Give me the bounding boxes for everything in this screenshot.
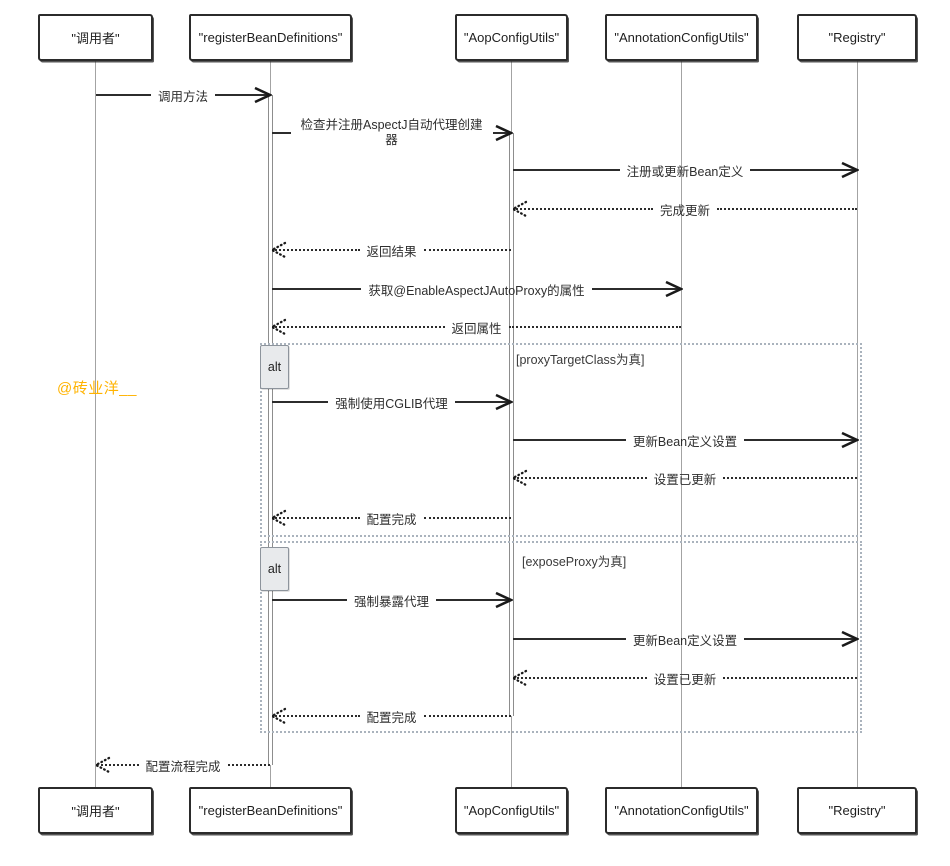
message-label: 配置完成 bbox=[366, 512, 417, 527]
activation-register-bean-definitions bbox=[268, 95, 273, 765]
message-return-result: 返回结果 bbox=[269, 240, 512, 260]
message-label: 设置已更新 bbox=[653, 472, 717, 487]
message-force-expose-proxy: 强制暴露代理 bbox=[272, 590, 515, 610]
message-force-cglib-proxy: 强制使用CGLIB代理 bbox=[272, 392, 515, 412]
arrow-right-icon bbox=[839, 630, 861, 648]
message-config-flow-complete: 配置流程完成 bbox=[93, 755, 271, 775]
participant-annotation-config-utils-bottom: "AnnotationConfigUtils" bbox=[605, 787, 758, 834]
message-register-update-bean: 注册或更新Bean定义 bbox=[513, 160, 861, 180]
dotted-arrow-left-icon bbox=[510, 200, 529, 218]
message-update-bean-settings: 更新Bean定义设置 bbox=[513, 430, 861, 450]
participant-annotation-config-utils-top: "AnnotationConfigUtils" bbox=[605, 14, 758, 61]
participant-register-bean-definitions-top: "registerBeanDefinitions" bbox=[189, 14, 352, 61]
participant-caller-bottom: "调用者" bbox=[38, 787, 153, 834]
participant-aop-config-utils-bottom: "AopConfigUtils" bbox=[455, 787, 568, 834]
alt-operator-label: alt bbox=[260, 547, 289, 591]
arrow-right-icon bbox=[839, 161, 861, 179]
activation-aop-config-utils bbox=[509, 133, 514, 716]
message-update-complete: 完成更新 bbox=[510, 199, 858, 219]
message-config-complete: 配置完成 bbox=[269, 508, 512, 528]
dotted-arrow-left-icon bbox=[269, 241, 288, 259]
alt-operator-text: alt bbox=[267, 360, 282, 374]
arrow-right-icon bbox=[493, 591, 515, 609]
message-config-complete: 配置完成 bbox=[269, 706, 512, 726]
alt-condition-label: [proxyTargetClass为真] bbox=[516, 353, 645, 367]
message-label: 调用方法 bbox=[158, 89, 209, 104]
alt-frame-proxy-target-class bbox=[260, 343, 862, 537]
message-label: 更新Bean定义设置 bbox=[632, 633, 738, 648]
dotted-arrow-left-icon bbox=[510, 669, 529, 687]
participant-caller-top: "调用者" bbox=[38, 14, 153, 61]
lifeline-caller bbox=[95, 61, 96, 787]
alt-frame-expose-proxy bbox=[260, 541, 862, 733]
dotted-arrow-left-icon bbox=[269, 707, 288, 725]
alt-condition-label: [exposeProxy为真] bbox=[522, 555, 627, 569]
arrow-right-icon bbox=[839, 431, 861, 449]
message-label: 强制暴露代理 bbox=[354, 594, 430, 609]
alt-operator-text: alt bbox=[267, 562, 282, 576]
message-label: 更新Bean定义设置 bbox=[632, 434, 738, 449]
lifeline-annotation-config-utils bbox=[681, 61, 682, 787]
participant-aop-config-utils-top: "AopConfigUtils" bbox=[455, 14, 568, 61]
arrow-right-icon bbox=[663, 280, 685, 298]
participant-register-bean-definitions-bottom: "registerBeanDefinitions" bbox=[189, 787, 352, 834]
participant-registry-bottom: "Registry" bbox=[797, 787, 917, 834]
message-call-method: 调用方法 bbox=[96, 85, 274, 105]
message-label: 返回属性 bbox=[451, 321, 502, 336]
dotted-arrow-left-icon bbox=[269, 509, 288, 527]
message-update-bean-settings: 更新Bean定义设置 bbox=[513, 629, 861, 649]
message-get-enable-aspectj-attrs: 获取@EnableAspectJAutoProxy的属性 bbox=[272, 279, 685, 299]
lifeline-registry bbox=[857, 61, 858, 787]
message-check-register-aspectj: 检查并注册AspectJ自动代理创建器 bbox=[272, 115, 515, 151]
dotted-arrow-left-icon bbox=[93, 756, 112, 774]
arrow-right-icon bbox=[252, 86, 274, 104]
participant-registry-top: "Registry" bbox=[797, 14, 917, 61]
message-label: 注册或更新Bean定义 bbox=[626, 164, 744, 179]
message-label: 完成更新 bbox=[660, 203, 711, 218]
watermark: @砖业洋__ bbox=[57, 380, 137, 397]
message-label: 配置流程完成 bbox=[145, 759, 221, 774]
message-settings-updated: 设置已更新 bbox=[510, 468, 858, 488]
message-settings-updated: 设置已更新 bbox=[510, 668, 858, 688]
message-label: 获取@EnableAspectJAutoProxy的属性 bbox=[368, 283, 585, 298]
message-label: 配置完成 bbox=[366, 710, 417, 725]
message-return-attrs: 返回属性 bbox=[269, 317, 682, 337]
message-label: 强制使用CGLIB代理 bbox=[335, 396, 448, 411]
dotted-arrow-left-icon bbox=[510, 469, 529, 487]
arrow-right-icon bbox=[493, 393, 515, 411]
alt-operator-label: alt bbox=[260, 345, 289, 389]
message-label: 设置已更新 bbox=[653, 672, 717, 687]
arrow-right-icon bbox=[493, 124, 515, 142]
message-label: 检查并注册AspectJ自动代理创建器 bbox=[300, 118, 483, 147]
dotted-arrow-left-icon bbox=[269, 318, 288, 336]
message-label: 返回结果 bbox=[366, 244, 417, 259]
